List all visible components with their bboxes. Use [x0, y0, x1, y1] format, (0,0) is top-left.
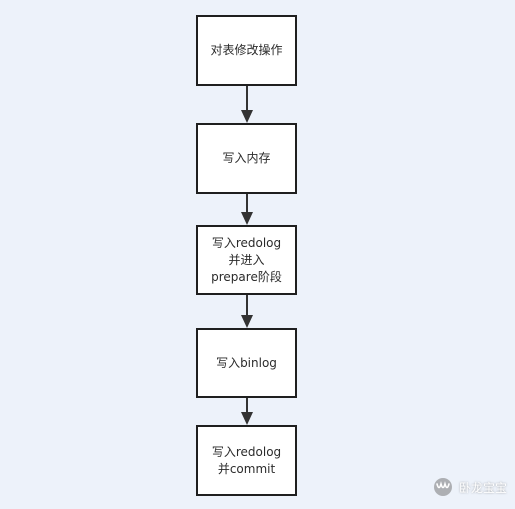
arrowhead-n4-n5 [241, 412, 253, 425]
arrowhead-n1-n2 [241, 110, 253, 123]
arrowhead-n3-n4 [241, 315, 253, 328]
wechat-channel-icon [433, 478, 452, 496]
node-label: 写入redolog 并commit [211, 444, 282, 476]
node-write-binlog: 写入binlog [196, 328, 297, 398]
node-label: 写入redolog 并进入 prepare阶段 [211, 235, 282, 284]
node-write-memory: 写入内存 [196, 123, 297, 194]
watermark-text: 卧龙宝宝 [458, 480, 507, 495]
watermark: 卧龙宝宝 [432, 477, 507, 497]
node-label: 写入binlog [216, 355, 277, 370]
arrowhead-n2-n3 [241, 212, 253, 225]
node-table-modify: 对表修改操作 [196, 15, 297, 86]
node-label: 写入内存 [222, 151, 271, 165]
node-redolog-commit: 写入redolog 并commit [196, 425, 297, 496]
node-label: 对表修改操作 [210, 43, 283, 57]
node-redolog-prepare: 写入redolog 并进入 prepare阶段 [196, 225, 297, 295]
